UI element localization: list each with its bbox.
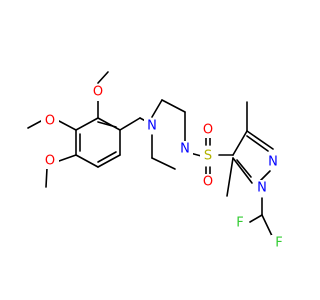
bond bbox=[45, 167, 48, 188]
bond bbox=[259, 170, 271, 182]
nitrogen-label: N bbox=[180, 142, 190, 157]
label-bg bbox=[232, 215, 248, 231]
oxygen-label: O bbox=[45, 114, 55, 129]
label-bg bbox=[199, 122, 217, 138]
bond bbox=[58, 120, 77, 131]
bond bbox=[151, 157, 176, 170]
bond bbox=[161, 99, 186, 113]
bond bbox=[232, 130, 248, 156]
label-bg bbox=[177, 141, 193, 157]
label-bg bbox=[200, 148, 216, 164]
label-bg bbox=[199, 174, 217, 190]
label-bg bbox=[41, 113, 59, 129]
bond bbox=[246, 135, 269, 152]
bond bbox=[226, 157, 234, 197]
sulfur-label: S bbox=[204, 149, 212, 164]
fluorine-label: F bbox=[275, 236, 282, 251]
atom-labels: O O O N N S O O N N F F bbox=[41, 85, 287, 251]
oxygen-label: O bbox=[203, 123, 213, 138]
oxygen-label: O bbox=[93, 85, 103, 100]
label-bg bbox=[254, 180, 270, 196]
bond bbox=[58, 154, 77, 162]
label-bg bbox=[89, 85, 107, 101]
bond bbox=[97, 71, 109, 84]
bond bbox=[246, 130, 274, 150]
fluorine-label: F bbox=[236, 216, 243, 231]
label-bg bbox=[41, 153, 59, 169]
bond bbox=[75, 154, 99, 168]
bond bbox=[249, 214, 263, 223]
bond bbox=[151, 99, 163, 118]
nitrogen-label: N bbox=[257, 181, 267, 196]
bond bbox=[97, 154, 121, 168]
oxygen-label: O bbox=[45, 154, 55, 169]
bond bbox=[97, 117, 121, 131]
bond bbox=[97, 121, 117, 128]
bond bbox=[261, 214, 274, 239]
label-bg bbox=[144, 118, 160, 134]
bonds bbox=[27, 71, 274, 239]
label-bg bbox=[265, 154, 281, 170]
nitrogen-label: N bbox=[147, 119, 157, 134]
oxygen-label: O bbox=[203, 175, 213, 190]
bond bbox=[236, 159, 252, 178]
nitrogen-label: N bbox=[268, 155, 278, 170]
bond bbox=[75, 117, 99, 131]
molecule-structure: O O O N N S O O N N F F bbox=[27, 71, 287, 251]
bond bbox=[232, 157, 253, 184]
bond bbox=[97, 151, 117, 163]
bond bbox=[27, 120, 42, 129]
label-bg bbox=[271, 235, 287, 251]
bond bbox=[119, 117, 141, 131]
